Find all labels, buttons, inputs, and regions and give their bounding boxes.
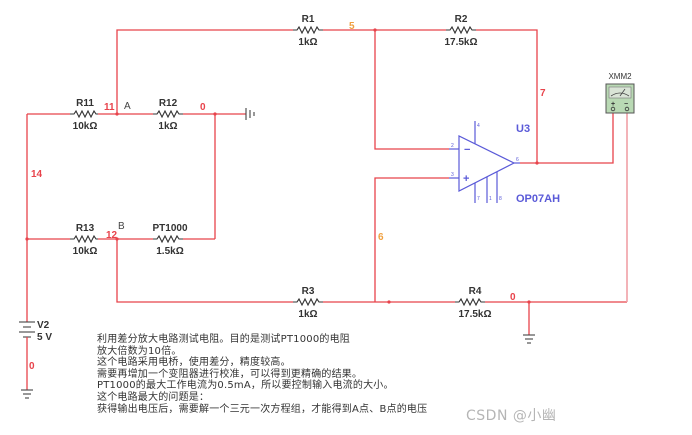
wire-node-b-to-r3 <box>116 239 293 303</box>
note-line: 利用差分放大电路测试电阻。目的是测试PT1000的电阻 <box>97 334 350 345</box>
resistor-r4-symbol <box>455 297 485 307</box>
r4-value: 17.5kΩ <box>458 309 491 320</box>
junction-node-5 <box>373 28 377 32</box>
note-line: 需要再增加一个变阻器进行校准，可以得到更精确的结果。 <box>97 368 363 380</box>
r2-value: 17.5kΩ <box>444 37 477 48</box>
resistor-pt1000-symbol <box>153 234 183 244</box>
pin-label-inv: 2 <box>451 143 454 149</box>
pin-label-noninv: 3 <box>451 172 454 178</box>
resistor-r12[interactable]: R12 1kΩ <box>153 98 183 132</box>
multimeter-name: XMM2 <box>608 72 632 81</box>
r11-value: 10kΩ <box>73 121 98 132</box>
resistor-r3-symbol <box>293 297 323 307</box>
resistor-r11[interactable]: R11 10kΩ <box>70 98 98 132</box>
wire-node-a-to-r1 <box>116 29 293 114</box>
r13-name: R13 <box>76 223 95 234</box>
v2-value: 5 V <box>37 332 52 343</box>
note-line: PT1000的最大工作电流为0.5mA，所以要控制输入电流的大小。 <box>97 380 394 392</box>
r3-value: 1kΩ <box>298 309 317 320</box>
net-label-12: 12 <box>106 230 118 241</box>
pin-label-8: 8 <box>499 196 502 202</box>
pin-label-out: 6 <box>516 157 519 163</box>
r13-value: 10kΩ <box>73 246 98 257</box>
r1-name: R1 <box>302 14 315 25</box>
opamp-plus-sign: + <box>463 173 469 185</box>
opamp-part-number: OP07AH <box>516 193 560 205</box>
net-label-0-top: 0 <box>200 102 206 113</box>
meter-needle-icon <box>619 88 626 97</box>
junction-node-a <box>115 112 119 116</box>
junction-node-b <box>115 237 119 241</box>
meter-plus-terminal[interactable] <box>610 106 616 112</box>
resistor-pt1000[interactable]: PT1000 1.5kΩ <box>152 223 187 257</box>
annotation-note: 利用差分放大电路测试电阻。目的是测试PT1000的电阻 放大倍数为10倍。 这个… <box>97 334 657 415</box>
net-label-6: 6 <box>378 232 384 243</box>
r12-name: R12 <box>159 98 178 109</box>
junction-node-6 <box>387 300 391 304</box>
meter-plus-terminal-label: + <box>611 101 615 108</box>
resistor-r11-symbol <box>70 109 98 119</box>
resistor-r13[interactable]: R13 10kΩ <box>70 223 98 257</box>
junction-node-0-bottom <box>527 300 531 304</box>
node-label-b: B <box>118 221 125 232</box>
net-label-14: 14 <box>31 169 43 180</box>
note-line: 这个电路最大的问题是： <box>97 391 210 403</box>
r11-name: R11 <box>76 98 94 109</box>
wire-node-6-to-noninv <box>374 177 449 302</box>
meter-needle-arc-icon <box>610 92 630 97</box>
r12-value: 1kΩ <box>158 121 177 132</box>
meter-minus-terminal[interactable] <box>624 106 630 112</box>
meter-minus-terminal-label: − <box>624 101 628 108</box>
ground-source <box>21 389 33 399</box>
pt1000-name: PT1000 <box>152 223 187 234</box>
note-line: 放大倍数为10倍。 <box>97 345 182 357</box>
note-line: 获得输出电压后，需要解一个三元一次方程组，才能得到A点、B点的电压 <box>97 403 428 415</box>
wire-r2-output <box>476 29 538 163</box>
net-label-11: 11 <box>104 102 115 113</box>
opamp-u3[interactable]: − + 2 3 6 4 7 1 8 U3 OP07AH <box>449 121 560 205</box>
resistor-r1[interactable]: R1 1kΩ <box>293 14 323 48</box>
multimeter-display <box>608 86 632 99</box>
resistor-r1-symbol <box>293 25 323 35</box>
multimeter-xmm2[interactable]: XMM2 + − <box>605 72 635 114</box>
net-label-0-bottom: 0 <box>510 292 516 303</box>
resistor-r4[interactable]: R4 17.5kΩ <box>455 286 492 320</box>
resistor-r2-symbol <box>446 25 476 35</box>
resistor-r12-symbol <box>153 109 183 119</box>
r3-name: R3 <box>302 286 315 297</box>
r2-name: R2 <box>455 14 468 25</box>
r1-value: 1kΩ <box>298 37 317 48</box>
net-label-7: 7 <box>540 88 546 99</box>
opamp-refdes: U3 <box>516 123 530 135</box>
net-label-0-source: 0 <box>29 361 35 372</box>
ground-bridge <box>245 108 255 120</box>
note-line: 这个电路采用电桥，使用差分，精度较高。 <box>97 357 291 369</box>
pin-label-1: 1 <box>489 196 492 202</box>
node-label-a: A <box>124 101 131 112</box>
r4-name: R4 <box>469 286 482 297</box>
resistor-r3[interactable]: R3 1kΩ <box>293 286 323 320</box>
pin-label-vplus: 4 <box>477 123 480 129</box>
junction-node-14 <box>25 237 29 241</box>
wire-output-to-meter <box>520 112 614 164</box>
pin-label-7: 7 <box>477 196 480 202</box>
v2-name: V2 <box>37 320 50 331</box>
pt1000-value: 1.5kΩ <box>156 246 183 257</box>
ground-output <box>523 334 535 344</box>
resistor-r13-symbol <box>70 234 98 244</box>
resistor-r2[interactable]: R2 17.5kΩ <box>444 14 477 48</box>
net-label-5: 5 <box>349 21 355 32</box>
junction-node-0 <box>213 112 217 116</box>
wire-node-5-to-inv <box>374 30 449 150</box>
voltage-source-v2[interactable]: V2 5 V <box>19 320 52 343</box>
watermark: CSDN @小幽 <box>466 408 557 424</box>
junction-node-7 <box>535 161 539 165</box>
opamp-minus-sign: − <box>464 144 470 156</box>
